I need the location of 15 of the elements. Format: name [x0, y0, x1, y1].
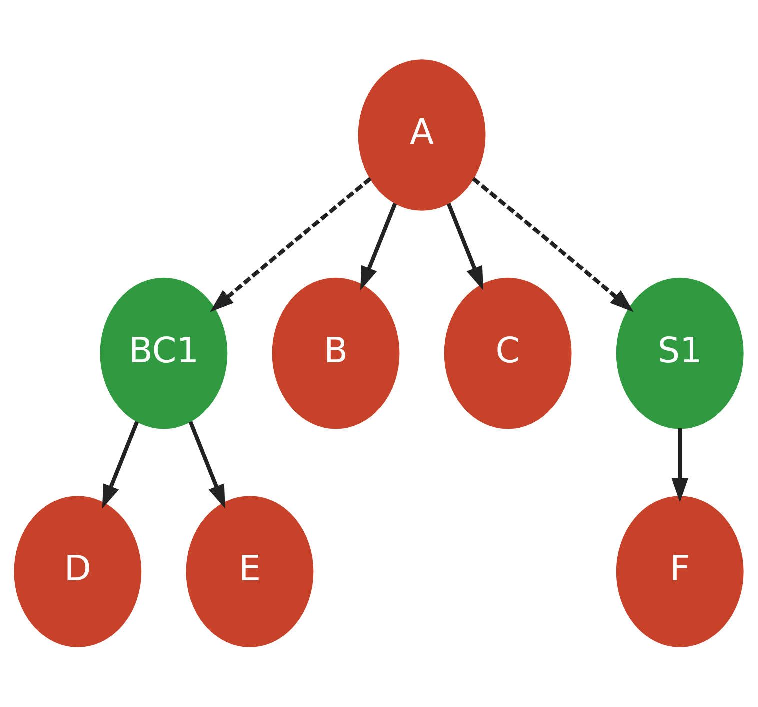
arrow: [210, 177, 372, 312]
node-ellipse: BC1: [100, 278, 228, 430]
node-ellipse: B: [272, 278, 400, 430]
node-ellipse: F: [616, 496, 744, 648]
node-ellipse: C: [444, 278, 572, 430]
arrow: [446, 202, 484, 291]
node-ellipse: E: [186, 496, 314, 648]
arrow: [360, 202, 398, 291]
node-ellipse: A: [358, 60, 486, 211]
arrow: [672, 428, 688, 502]
arrow: [472, 177, 634, 312]
node-ellipse: S1: [616, 278, 744, 430]
node-ellipse: D: [14, 496, 142, 648]
arrow: [102, 421, 140, 509]
arrow: [188, 421, 226, 509]
